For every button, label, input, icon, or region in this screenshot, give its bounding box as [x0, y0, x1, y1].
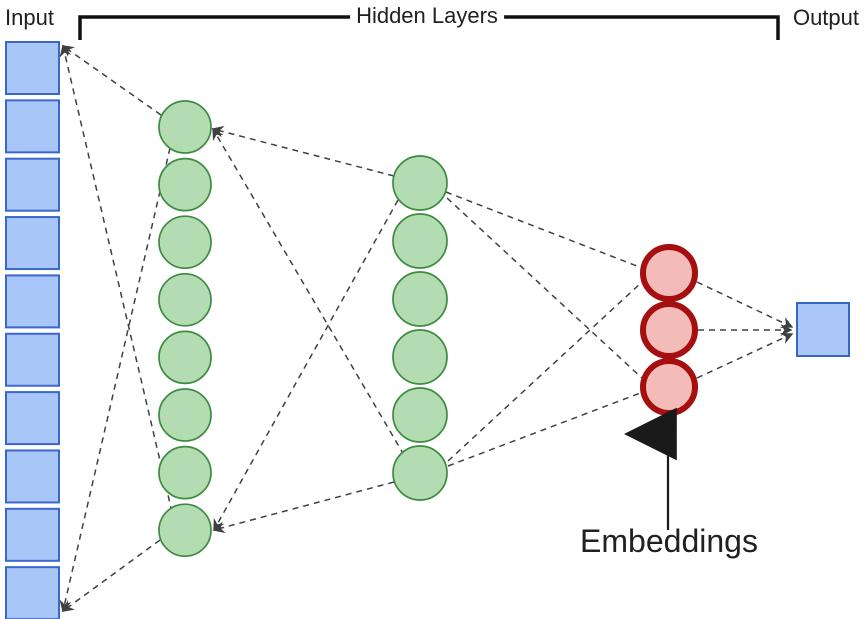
input-node-square	[5, 332, 60, 387]
hidden2-node-circle	[392, 271, 448, 327]
hidden1-node-circle	[158, 100, 212, 154]
hidden1-node-circle	[158, 272, 212, 327]
connection-line	[696, 281, 794, 328]
hidden2-node-circle	[392, 155, 448, 211]
hidden-layers-label: Hidden Layers	[350, 3, 504, 29]
hidden2-node-circle	[392, 329, 448, 385]
input-node-square	[5, 566, 60, 619]
connection-line	[59, 44, 173, 513]
input-node-square	[5, 41, 60, 95]
connection-line	[211, 125, 395, 177]
input-node-square	[5, 507, 60, 562]
hidden1-node-circle	[158, 388, 212, 442]
hidden1-node-circle	[158, 445, 212, 500]
hidden2-node-circle	[392, 213, 448, 269]
input-node-square	[5, 391, 60, 446]
connection-line	[445, 191, 643, 269]
input-node-square	[5, 157, 60, 212]
input-node-square	[5, 216, 60, 271]
embedding-node-circle	[640, 358, 698, 416]
connection-line	[213, 199, 399, 532]
input-node-square	[5, 274, 60, 329]
connection-line	[446, 197, 644, 380]
hidden2-node-circle	[392, 445, 448, 501]
embeddings-label: Embeddings	[580, 523, 758, 559]
embedding-node-circle	[640, 244, 698, 302]
output-layer-label: Output	[792, 5, 859, 30]
hidden2-node-circle	[392, 387, 448, 443]
output-node-square	[796, 302, 850, 357]
connection-line	[696, 332, 794, 379]
connection-line	[59, 147, 171, 613]
hidden1-node-circle	[158, 330, 212, 385]
hidden1-node-circle	[158, 215, 212, 270]
connection-line	[61, 45, 162, 116]
hidden1-node-circle	[158, 157, 212, 212]
input-layer-label: Input	[5, 5, 54, 30]
input-node-square	[5, 99, 60, 154]
input-node-square	[5, 449, 60, 504]
connection-line	[212, 127, 405, 456]
embedding-node-circle	[640, 301, 698, 359]
connection-line	[212, 481, 395, 534]
connection-line	[447, 281, 643, 462]
connection-line	[447, 391, 644, 467]
hidden1-node-circle	[158, 503, 212, 558]
connection-line	[61, 539, 161, 612]
